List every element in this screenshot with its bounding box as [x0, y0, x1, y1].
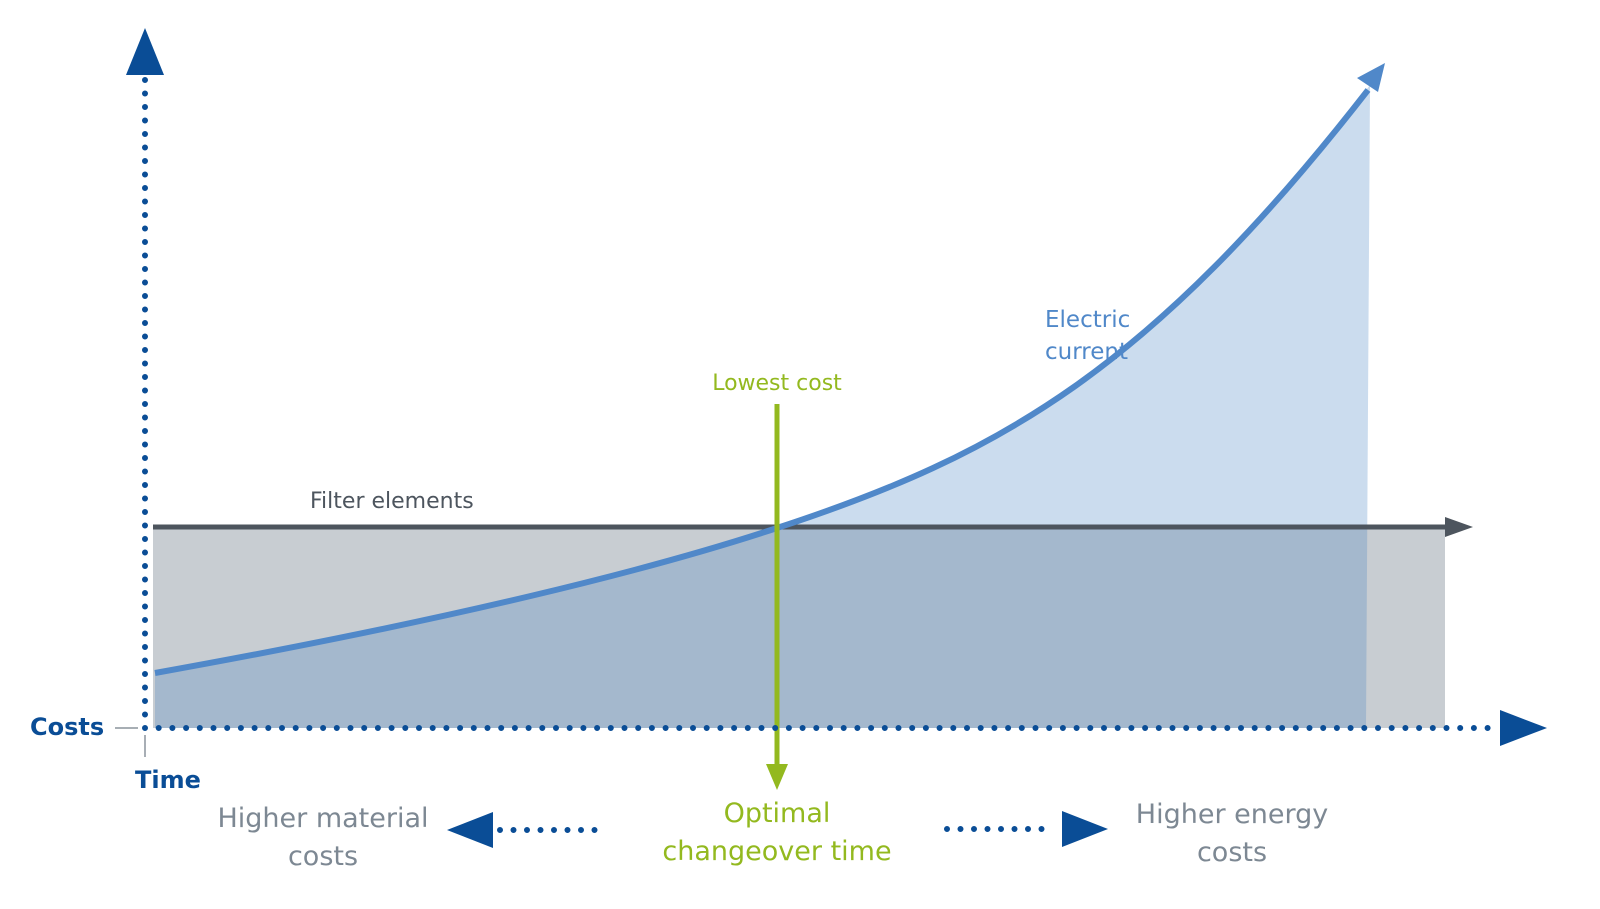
higher-material-costs-line2: costs	[288, 841, 358, 872]
electric-current-arrow-head	[1357, 63, 1385, 92]
lowest-cost-label: Lowest cost	[712, 371, 842, 396]
optimal-changeover-line2: changeover time	[662, 836, 891, 867]
filter-arrow-head	[1445, 517, 1473, 537]
y-axis-arrow-head	[126, 28, 164, 75]
higher-energy-costs-line1: Higher energy	[1136, 799, 1328, 830]
right-arrow-head	[1062, 811, 1108, 847]
y-axis-label: Costs	[30, 713, 104, 741]
lowest-cost-arrow-head	[766, 764, 788, 790]
electric-current-label-line1: Electric	[1045, 307, 1130, 333]
left-arrow-head	[447, 812, 493, 848]
electric-current-label-line2: current	[1045, 339, 1128, 365]
x-axis-label: Time	[135, 766, 201, 794]
higher-material-costs-line1: Higher material	[217, 803, 428, 834]
x-axis-arrow-head	[1500, 710, 1547, 746]
higher-energy-costs-line2: costs	[1197, 837, 1267, 868]
filter-elements-label: Filter elements	[310, 489, 474, 514]
optimal-changeover-line1: Optimal	[724, 798, 831, 829]
overlap-area	[155, 527, 1368, 728]
